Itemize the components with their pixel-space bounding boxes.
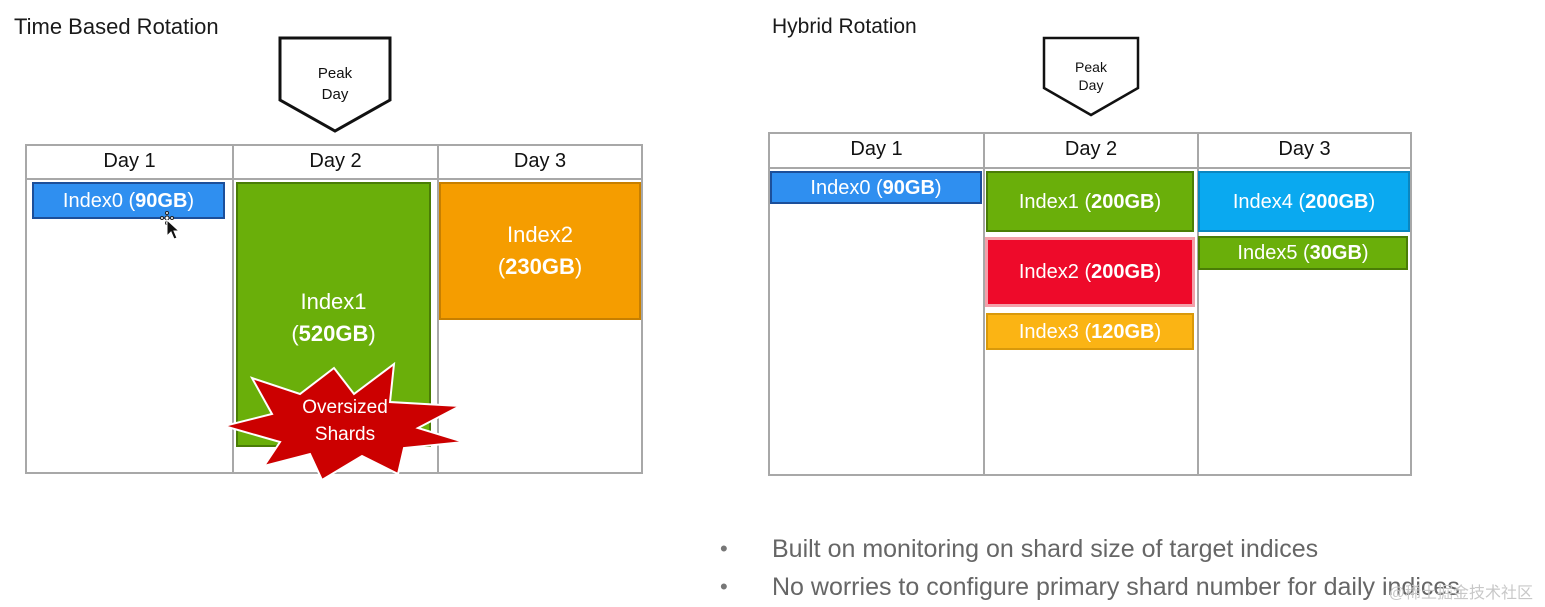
bullet-dot-icon: • xyxy=(720,574,728,599)
day-1-header: Day 1 xyxy=(850,138,903,160)
explosion-burst-icon xyxy=(222,362,465,482)
day-1-header: Day 1 xyxy=(103,150,156,172)
day-2-header: Day 2 xyxy=(1064,138,1118,160)
pentagon-arrow-icon xyxy=(1042,36,1140,117)
column-divider xyxy=(232,146,234,472)
oversized-shards-burst: Oversized Shards xyxy=(222,362,468,482)
column-divider xyxy=(437,146,439,472)
left-index0-block: Index0 (90GB) xyxy=(32,182,225,219)
mouse-cursor-icon xyxy=(160,211,181,240)
index-name: Index0 xyxy=(62,189,123,212)
index-name: Index3 xyxy=(1018,320,1079,343)
index-size: 200GB xyxy=(1091,261,1155,283)
right-index4-block: Index4 (200GB) xyxy=(1198,171,1410,232)
day-2-header: Day 2 xyxy=(309,150,362,172)
day-3-header: Day 3 xyxy=(513,150,567,172)
header-divider xyxy=(770,167,1410,169)
header-divider xyxy=(27,178,641,180)
bullet-dot-icon: • xyxy=(720,536,728,561)
day-label: Day xyxy=(321,86,349,103)
bullet-item: •No worries to configure primary shard n… xyxy=(720,568,1460,606)
index-size: 90GB xyxy=(135,189,188,212)
index-name: Index4 xyxy=(1232,190,1293,213)
index-size: 200GB xyxy=(1091,190,1155,213)
left-peak-day-marker: Peak Day xyxy=(278,36,392,134)
index-name: Index2 xyxy=(506,222,574,247)
day-label: Day xyxy=(1078,77,1104,93)
column-divider xyxy=(1197,134,1199,474)
bullet-list: •Built on monitoring on shard size of ta… xyxy=(720,530,1460,606)
index-name: Index1 xyxy=(1018,190,1079,213)
right-peak-day-marker: Peak Day xyxy=(1042,36,1140,118)
index-size: 200GB xyxy=(1305,190,1369,213)
right-index1-block: Index1 (200GB) xyxy=(986,171,1194,232)
peak-label: Peak xyxy=(317,65,353,82)
right-index2-block: Index2 (200GB) xyxy=(985,237,1195,307)
index-name: Index5 xyxy=(1237,242,1298,264)
watermark: @稀土掘金技术社区 xyxy=(1388,585,1533,602)
pentagon-arrow-icon xyxy=(278,36,392,133)
bullet-item: •Built on monitoring on shard size of ta… xyxy=(720,530,1460,568)
burst-line-1: Oversized xyxy=(302,397,388,418)
index-name: Index1 xyxy=(300,289,367,314)
right-index5-block: Index5 (30GB) xyxy=(1198,236,1408,270)
index-size: 230GB xyxy=(505,254,575,279)
peak-label: Peak xyxy=(1075,59,1107,75)
index-size: 90GB xyxy=(882,176,935,199)
index-size: 30GB xyxy=(1309,242,1362,264)
index-name: Index2 xyxy=(1018,261,1079,283)
right-section-title: Hybrid Rotation xyxy=(772,15,917,38)
right-index0-block: Index0 (90GB) xyxy=(770,171,982,204)
column-divider xyxy=(983,134,985,474)
index-size: 120GB xyxy=(1091,320,1155,343)
index-name: Index0 xyxy=(810,176,871,199)
burst-line-2: Shards xyxy=(314,424,376,445)
left-section-title: Time Based Rotation xyxy=(14,14,219,39)
index-size: 520GB xyxy=(298,321,369,346)
day-3-header: Day 3 xyxy=(1278,138,1331,160)
left-index2-block: Index2(230GB) xyxy=(439,182,641,320)
right-index3-block: Index3 (120GB) xyxy=(986,313,1194,350)
